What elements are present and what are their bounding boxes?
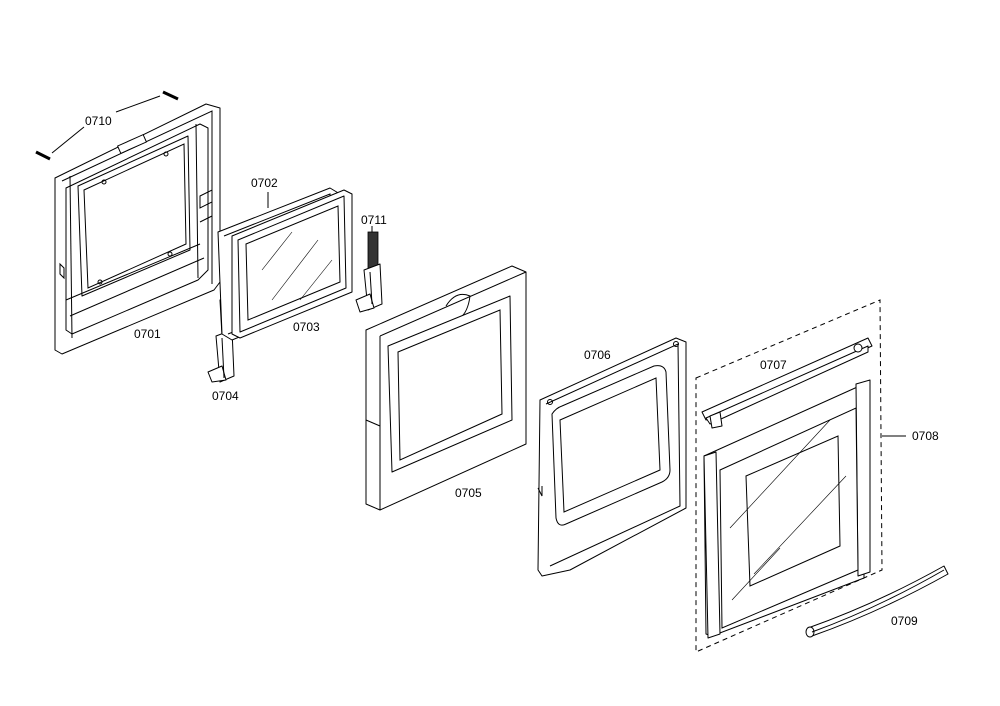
callout-0702: 0702: [251, 176, 278, 190]
callout-0711: 0711: [361, 213, 387, 227]
part-0711-hinge: [355, 231, 383, 313]
callout-0705: 0705: [455, 486, 482, 500]
callout-0708: 0708: [912, 429, 939, 443]
callout-0707: 0707: [760, 358, 787, 372]
callout-0709: 0709: [891, 614, 918, 628]
part-0709-handle: [805, 565, 949, 638]
callout-0706: 0706: [584, 348, 611, 362]
callout-0704: 0704: [212, 389, 239, 403]
part-0705-door-panel: [365, 265, 527, 511]
part-0701-inner-frame: [54, 103, 221, 355]
part-0708-outer-door: [703, 379, 906, 639]
callout-0710: 0710: [85, 114, 112, 128]
part-0707-top-trim: [701, 337, 873, 429]
part-0706-glass-frame: [537, 337, 687, 577]
part-0708-group-outline: [695, 299, 883, 653]
part-0710-pins: [35, 90, 179, 161]
leader-lines: [267, 192, 373, 232]
callout-0703: 0703: [293, 320, 320, 334]
part-0703-glass-pane: [231, 189, 353, 339]
callout-0701: 0701: [134, 327, 161, 341]
